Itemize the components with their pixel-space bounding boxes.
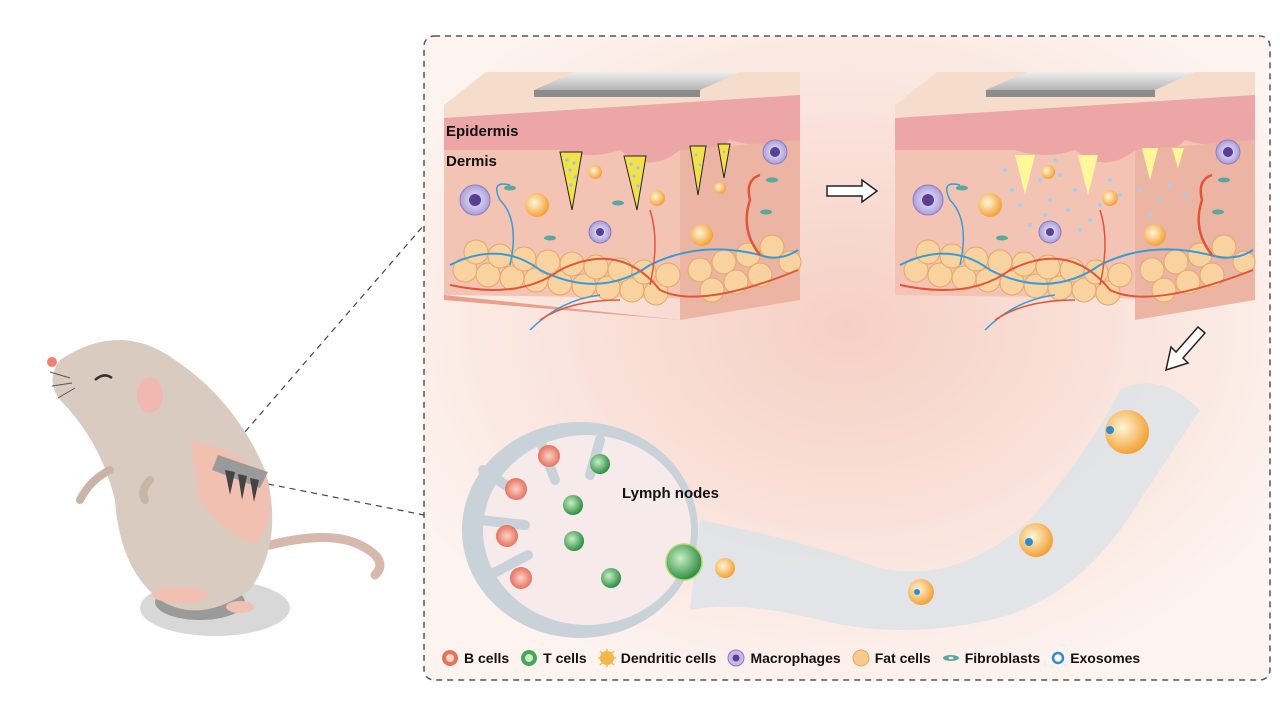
microneedle — [559, 151, 583, 211]
zoom-line-top — [237, 224, 425, 441]
mouse-microneedle-patch — [212, 455, 268, 502]
legend-label: Fat cells — [874, 650, 931, 666]
dermis-label: Dermis — [446, 153, 497, 170]
b-cells-in-node — [496, 445, 560, 589]
legend-item-b-cells: B cells — [440, 648, 509, 668]
fat-cell-icon — [852, 649, 870, 667]
legend-label: T cells — [543, 650, 587, 666]
zoom-line-bottom — [267, 483, 425, 516]
microneedle — [623, 155, 647, 211]
legend-label: Dendritic cells — [620, 650, 717, 666]
legend-item-exosomes: Exosomes — [1050, 648, 1140, 668]
microneedle — [717, 143, 731, 179]
dendritic-cells-migrating — [715, 410, 1149, 605]
skin-block-before — [444, 72, 802, 331]
skin-block-after — [895, 72, 1256, 331]
t-cell-icon — [521, 650, 538, 666]
legend-label: Fibroblasts — [964, 650, 1041, 666]
epidermis-label: Epidermis — [446, 123, 519, 140]
b-cell-icon — [442, 650, 458, 666]
legend-item-dendritic-cells: Dendritic cells — [597, 648, 717, 668]
lymph-nodes-label: Lymph nodes — [622, 485, 719, 502]
arrow-right-icon — [826, 178, 879, 204]
legend: B cells T cells Dendritic cells Macropha… — [440, 645, 1270, 671]
dendritic-cell-icon — [597, 649, 616, 667]
arrow-down-left-icon — [1164, 325, 1207, 372]
legend-label: B cells — [464, 650, 510, 666]
legend-item-fibroblasts: Fibroblasts — [941, 648, 1040, 668]
legend-label: Exosomes — [1070, 650, 1141, 666]
microneedle-patch — [534, 72, 740, 90]
t-cells-in-node — [563, 454, 703, 588]
macrophage-icon — [727, 649, 745, 667]
microneedle — [689, 145, 707, 196]
exosome-icon — [1051, 651, 1065, 665]
fat-layer — [452, 234, 802, 306]
legend-item-t-cells: T cells — [519, 648, 587, 668]
legend-item-fat-cells: Fat cells — [851, 648, 931, 668]
legend-label: Macrophages — [750, 650, 841, 666]
legend-item-macrophages: Macrophages — [726, 648, 841, 668]
fibroblast-icon — [942, 655, 959, 661]
mouse-illustration — [47, 340, 385, 636]
